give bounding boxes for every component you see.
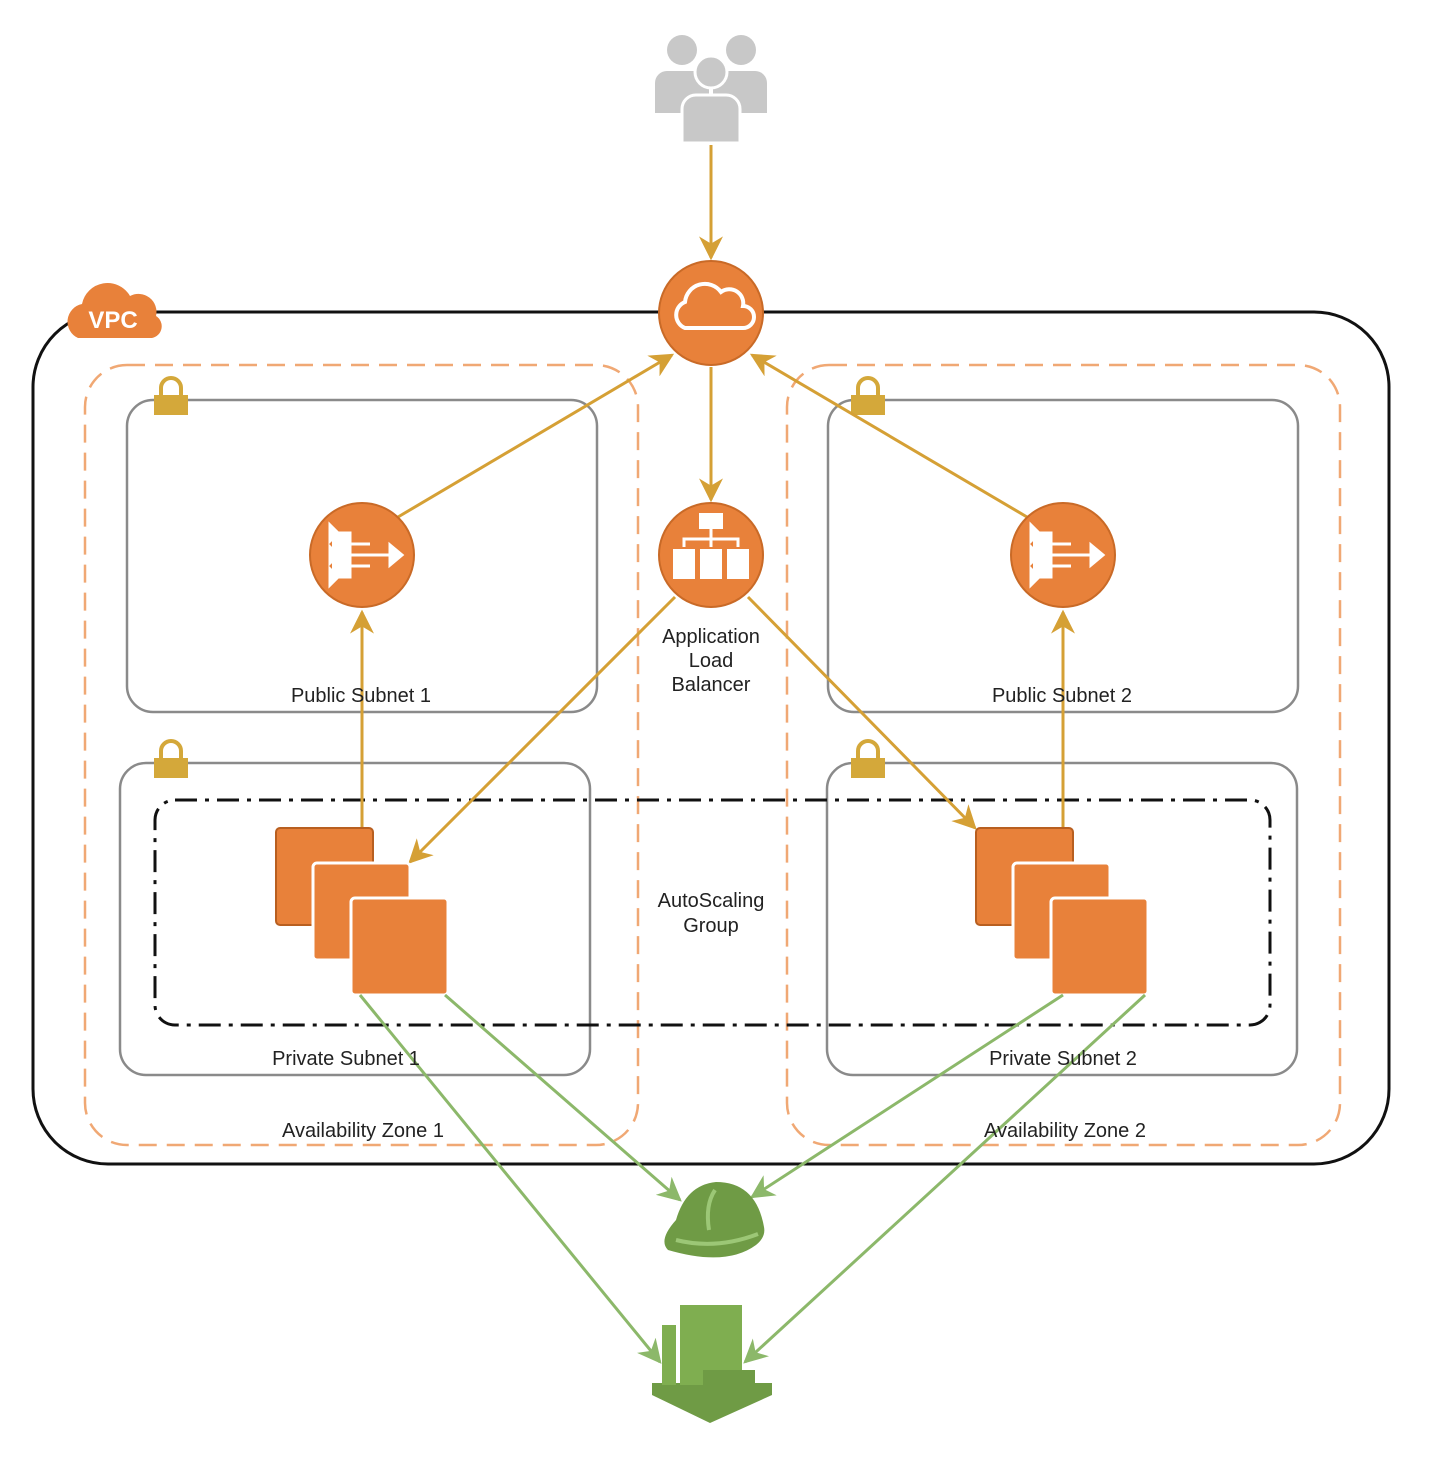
availability-zone-1-label: Availability Zone 1 [282,1120,444,1142]
vpc-cloud-icon: VPC [67,283,162,338]
lock-icon [152,739,190,780]
asg-label-line: Group [683,915,739,937]
monitoring-arrows [358,993,1147,1364]
public-subnet-2-label: Public Subnet 2 [992,685,1132,707]
internet-gateway-cloud-icon[interactable] [658,260,764,366]
alb-label-line: Balancer [672,674,751,696]
vpc-label: VPC [88,307,137,334]
load-balancer-icon[interactable] [658,502,764,608]
cloudwatch-icon[interactable] [652,1305,772,1423]
autoscaling-group-boundary [153,798,1272,1027]
lock-icon [849,376,887,417]
lock-icon [152,376,190,417]
private-subnet-1 [118,761,592,1077]
availability-zone-2-label: Availability Zone 2 [984,1120,1146,1142]
traffic-arrows [350,145,1075,864]
alb-label-line: Load [689,650,734,672]
hard-hat-icon[interactable] [664,1182,765,1258]
ec2-instances-icon[interactable] [975,827,1150,997]
private-subnet-1-label: Private Subnet 1 [272,1048,420,1070]
ec2-instances-icon[interactable] [275,827,450,997]
users-icon [655,35,767,145]
availability-zone-1 [83,363,640,1147]
private-subnet-2-label: Private Subnet 2 [989,1048,1137,1070]
alb-label-line: Application [662,626,760,648]
public-subnet-1-label: Public Subnet 1 [291,685,431,707]
nat-gateway-icon[interactable] [309,502,415,608]
asg-label-line: AutoScaling [658,890,765,912]
lock-icon [849,739,887,780]
availability-zone-2 [785,363,1342,1147]
nat-gateway-icon[interactable] [1010,502,1116,608]
